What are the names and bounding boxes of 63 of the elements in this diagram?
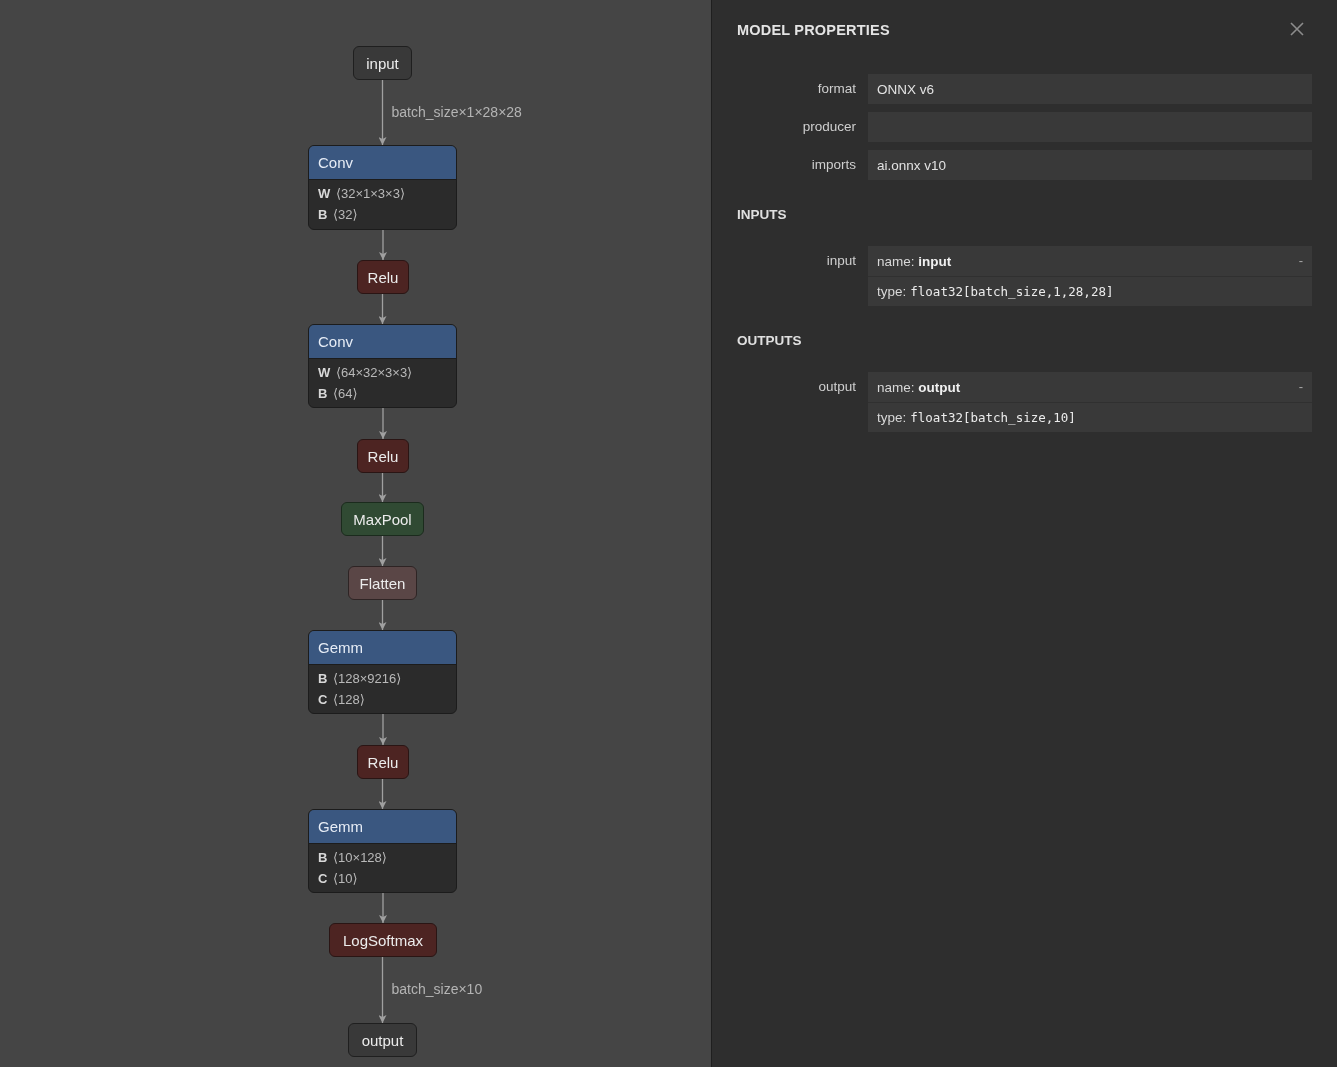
attribute-text: B ⟨64⟩ xyxy=(318,384,358,403)
operator-node xyxy=(308,809,457,893)
property-name: output xyxy=(818,379,856,395)
value-field: ai.onnx v10 xyxy=(868,150,1312,180)
node-label: output xyxy=(361,1031,404,1049)
operator-node xyxy=(341,502,424,536)
node-label: LogSoftmax xyxy=(342,931,423,949)
node-label: Relu xyxy=(367,268,399,286)
property-name: input xyxy=(826,253,856,269)
attribute-text: B ⟨10×128⟩ xyxy=(318,849,387,867)
type-label: type: xyxy=(877,410,907,425)
node-label: input xyxy=(366,54,399,72)
section-title: OUTPUTS xyxy=(737,333,802,349)
attribute-text: C ⟨128⟩ xyxy=(318,690,365,709)
arrow xyxy=(379,407,387,440)
operator-node xyxy=(308,145,457,230)
argument-name: name: input xyxy=(877,253,952,269)
arrow xyxy=(378,293,387,325)
arrow xyxy=(379,892,387,924)
operator-node xyxy=(308,630,457,714)
edge-label: batch_size×10 xyxy=(391,981,483,998)
arrow xyxy=(378,778,387,810)
type-label: type: xyxy=(877,284,907,299)
expand-button: - xyxy=(1298,254,1303,268)
node-title: Gemm xyxy=(309,631,456,665)
operator-node xyxy=(353,46,412,80)
node-label: Flatten xyxy=(359,574,406,592)
arrow xyxy=(378,956,387,1024)
attribute-text: B ⟨32⟩ xyxy=(318,205,358,224)
property-name: format xyxy=(817,81,856,97)
operator-node xyxy=(357,745,409,779)
type-value: float32[batch_size,10] xyxy=(910,410,1076,425)
node-label: Relu xyxy=(367,447,399,465)
node-title: Conv xyxy=(309,325,456,359)
value-field: ONNX v6 xyxy=(868,74,1312,104)
argument-name: name: output xyxy=(877,379,961,395)
panel-title: MODEL PROPERTIES xyxy=(737,21,890,39)
arrow xyxy=(379,229,387,261)
expand-button: - xyxy=(1298,380,1303,394)
property-name: imports xyxy=(811,157,856,173)
operator-node xyxy=(308,324,457,408)
node-label: Relu xyxy=(367,753,399,771)
node-title: Gemm xyxy=(309,810,456,844)
attribute-text: C ⟨10⟩ xyxy=(318,869,358,888)
arrow xyxy=(378,472,387,503)
node-label: MaxPool xyxy=(353,510,412,528)
arrow xyxy=(378,599,387,631)
arrow xyxy=(378,535,387,567)
arrow xyxy=(379,713,387,746)
operator-node xyxy=(329,923,437,957)
operator-node xyxy=(357,260,409,294)
attribute-text: B ⟨128×9216⟩ xyxy=(318,670,402,688)
property-name: producer xyxy=(802,119,856,135)
section-title: INPUTS xyxy=(737,207,787,223)
attribute-text: W ⟨64×32×3×3⟩ xyxy=(318,364,413,382)
operator-node xyxy=(348,566,417,600)
arrow xyxy=(378,79,387,146)
node-title: Conv xyxy=(309,146,456,180)
attribute-text: W ⟨32×1×3×3⟩ xyxy=(318,185,405,203)
edge-label: batch_size×1×28×28 xyxy=(391,103,522,121)
type-value: float32[batch_size,1,28,28] xyxy=(910,284,1114,299)
operator-node xyxy=(357,439,409,473)
operator-node xyxy=(348,1023,417,1057)
